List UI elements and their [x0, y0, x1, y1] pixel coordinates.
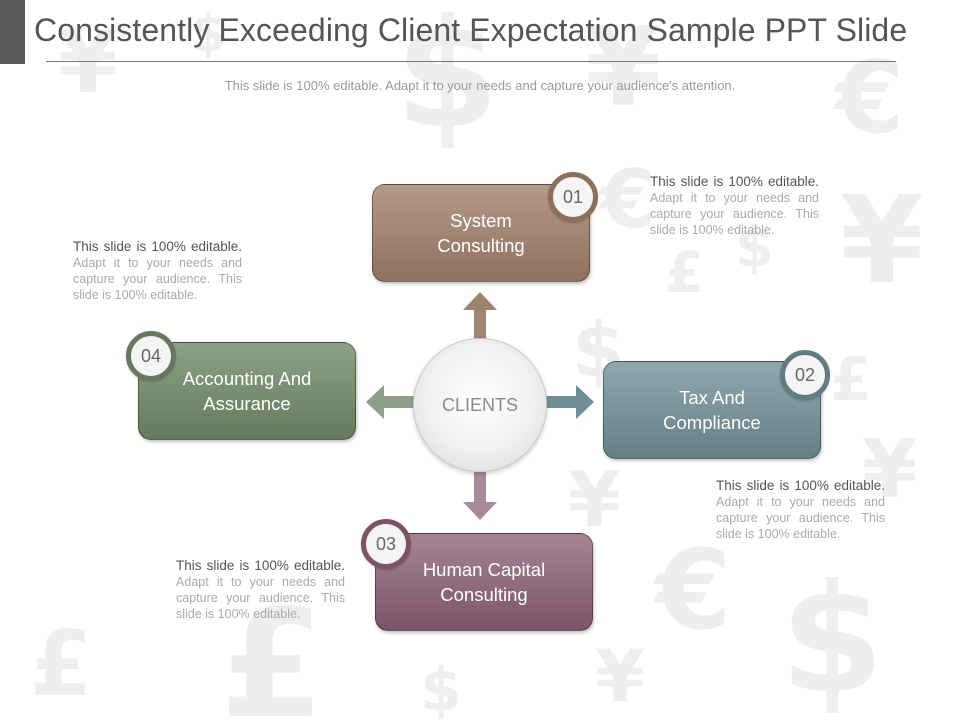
node-number-badge: 04 — [126, 331, 176, 381]
euro-icon: € — [655, 526, 732, 654]
note-system-consulting: This slide is 100% editable. Adapt it to… — [650, 174, 819, 238]
node-number: 03 — [375, 533, 397, 554]
node-number-badge: 02 — [780, 350, 830, 400]
slide-subtitle: This slide is 100% editable. Adapt it to… — [224, 78, 736, 93]
dollar-icon: $ — [420, 655, 462, 720]
title-divider — [46, 61, 896, 62]
arrow-right-shape — [546, 385, 594, 419]
note-lead: This slide is 100% editable. — [73, 239, 242, 254]
pound-icon: £ — [30, 612, 93, 717]
arrow-left-icon — [366, 385, 414, 419]
note-body: Adapt it to your needs and capture your … — [176, 575, 345, 621]
note-accounting-and-assurance: This slide is 100% editable. Adapt it to… — [73, 239, 242, 303]
arrow-up-icon — [463, 292, 497, 340]
node-label: Accounting And Assurance — [182, 368, 312, 414]
yen-icon: ¥ — [568, 455, 621, 544]
note-body: Adapt it to your needs and capture your … — [73, 256, 242, 302]
node-accounting-and-assurance: Accounting And Assurance — [138, 342, 356, 440]
node-number-badge: 01 — [548, 172, 598, 222]
node-number: 02 — [794, 364, 816, 385]
arrow-down-icon — [463, 472, 497, 520]
euro-icon: € — [835, 39, 905, 156]
note-body: Adapt it to your needs and capture your … — [650, 191, 819, 237]
note-lead: This slide is 100% editable. — [176, 558, 345, 573]
node-human-capital-consulting: Human Capital Consulting — [375, 533, 593, 631]
pound-icon: £ — [830, 345, 872, 415]
arrow-right-icon — [546, 385, 594, 419]
title-accent-bar — [0, 0, 25, 64]
node-number-badge: 03 — [361, 519, 411, 569]
yen-icon: ¥ — [595, 634, 646, 718]
dollar-icon: $ — [780, 553, 885, 720]
node-label: Human Capital Consulting — [422, 559, 546, 605]
node-label: Tax And Compliance — [663, 387, 761, 433]
arrow-left-shape — [366, 385, 414, 419]
note-lead: This slide is 100% editable. — [650, 174, 819, 189]
note-tax-and-compliance: This slide is 100% editable. Adapt it to… — [716, 478, 885, 542]
euro-icon: € — [600, 153, 656, 246]
arrow-down-shape — [463, 472, 497, 520]
node-number: 01 — [562, 186, 584, 207]
note-lead: This slide is 100% editable. — [716, 478, 885, 493]
node-label: System Consulting — [437, 210, 525, 256]
center-label: CLIENTS — [441, 394, 519, 415]
arrow-up-shape — [463, 292, 497, 340]
yen-icon: ¥ — [840, 172, 924, 311]
note-body: Adapt it to your needs and capture your … — [716, 495, 885, 541]
slide-title: Consistently Exceeding Client Expectatio… — [34, 12, 908, 48]
pound-icon: £ — [665, 241, 704, 306]
note-human-capital-consulting: This slide is 100% editable. Adapt it to… — [176, 558, 345, 622]
center-clients-circle: CLIENTS — [413, 338, 547, 472]
node-number: 04 — [140, 345, 162, 366]
